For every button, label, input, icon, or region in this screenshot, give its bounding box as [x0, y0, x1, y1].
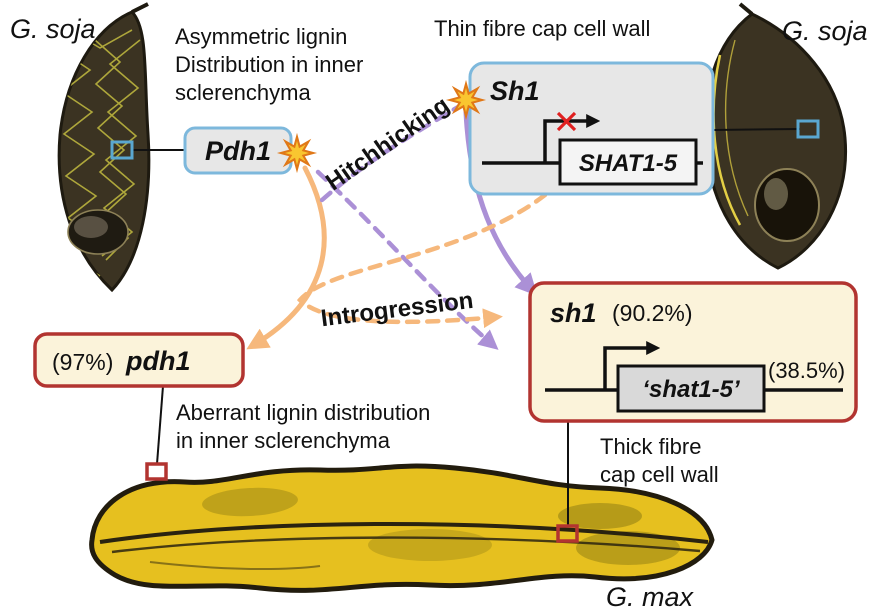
g-max-pod	[89, 463, 715, 593]
pod-right-stem	[738, 2, 754, 16]
asymmetric-line-3: sclerenchyma	[175, 80, 311, 105]
pdh1-wild-label: Pdh1	[205, 136, 271, 166]
relationship-arrows	[246, 104, 548, 350]
g-soja-left-label: G. soja	[10, 14, 96, 44]
sh1-dom-box: sh1 (90.2%) ‘shat1-5’ (38.5%)	[528, 281, 858, 423]
aberrant-lignin-text: Aberrant lignin distribution in inner sc…	[176, 400, 430, 453]
arrow-purple-solid-to-sh1	[463, 109, 538, 296]
g-max-pod-streak	[149, 561, 321, 571]
pdh1-dom-label: pdh1	[125, 346, 191, 376]
shat15-wild-label: SHAT1-5	[579, 150, 678, 177]
asymmetric-line-1: Asymmetric lignin	[175, 24, 347, 49]
g-max-label: G. max	[606, 582, 695, 612]
sh1-wild-label: Sh1	[490, 76, 540, 106]
thick-fibre-text: Thick fibre cap cell wall	[600, 434, 719, 487]
arrow-purple-dashed-to-sh1box	[315, 169, 499, 350]
connectors	[132, 128, 801, 526]
g-max-pod-seam-2	[111, 536, 701, 554]
shat15-wild-gene-box	[558, 138, 698, 186]
shat15-dom-label: ‘shat1-5’	[642, 376, 740, 403]
pdh1-dom-box-frame	[33, 332, 245, 388]
sh1-dom-pct: (90.2%)	[612, 300, 693, 326]
asymmetric-line-2: Distribution in inner	[175, 52, 363, 77]
connector-sh1-pod	[712, 128, 801, 131]
sh1-dom-label: sh1	[550, 298, 597, 328]
sample-square-red-right	[556, 524, 579, 543]
pod-right-seed	[754, 168, 820, 242]
sh1-wild-box: Sh1 SHAT1-5	[468, 61, 715, 196]
thick-fibre-line-1: Thick fibre	[600, 434, 701, 459]
shat15-wild-promoter-arrow	[543, 114, 601, 163]
pdh1-dom-pct: (97%)	[52, 349, 113, 375]
shat15-dom-pct: (38.5%)	[768, 358, 845, 383]
g-soja-right-label: G. soja	[782, 16, 868, 46]
arrow-purple-dashed-hitchhiking	[319, 104, 461, 203]
g-max-pod-seam	[99, 521, 709, 544]
sample-square-red-left	[145, 462, 168, 481]
connector-pdh1dom-pod	[156, 385, 164, 465]
pod-right-edge-line	[712, 54, 742, 226]
mutation-star-sh1-icon	[448, 82, 484, 118]
aberrant-line-1: Aberrant lignin distribution	[176, 400, 430, 425]
thick-fibre-line-2: cap cell wall	[600, 462, 719, 487]
sh1-dom-box-frame	[528, 281, 858, 423]
g-max-pod-shading	[202, 487, 680, 565]
red-x-icon	[556, 111, 577, 132]
sample-square-blue-right	[796, 119, 820, 139]
pdh1-dom-box: (97%) pdh1	[33, 332, 245, 388]
aberrant-line-2: in inner sclerenchyma	[176, 428, 391, 453]
g-soja-pod-left	[57, 2, 151, 293]
pod-left-seed-highlight	[74, 216, 108, 238]
mutation-star-pdh1-icon	[279, 135, 315, 171]
thin-fibre-text: Thin fibre cap cell wall	[434, 16, 650, 41]
pod-right-edge-line-2	[724, 39, 749, 217]
shat15-dom-gene-box	[616, 364, 766, 413]
asymmetric-lignin-text: Asymmetric lignin Distribution in inner …	[175, 24, 363, 105]
sample-square-blue-left	[110, 140, 134, 160]
shat15-dom-promoter-arrow	[603, 341, 661, 390]
pdh1-wild-box: Pdh1	[183, 126, 293, 175]
arrow-orange-solid-to-pdh1	[246, 165, 327, 350]
pod-left-stem	[131, 2, 149, 14]
arrow-orange-dashed-introgression	[296, 192, 548, 329]
pod-right-seed-highlight	[764, 178, 788, 210]
